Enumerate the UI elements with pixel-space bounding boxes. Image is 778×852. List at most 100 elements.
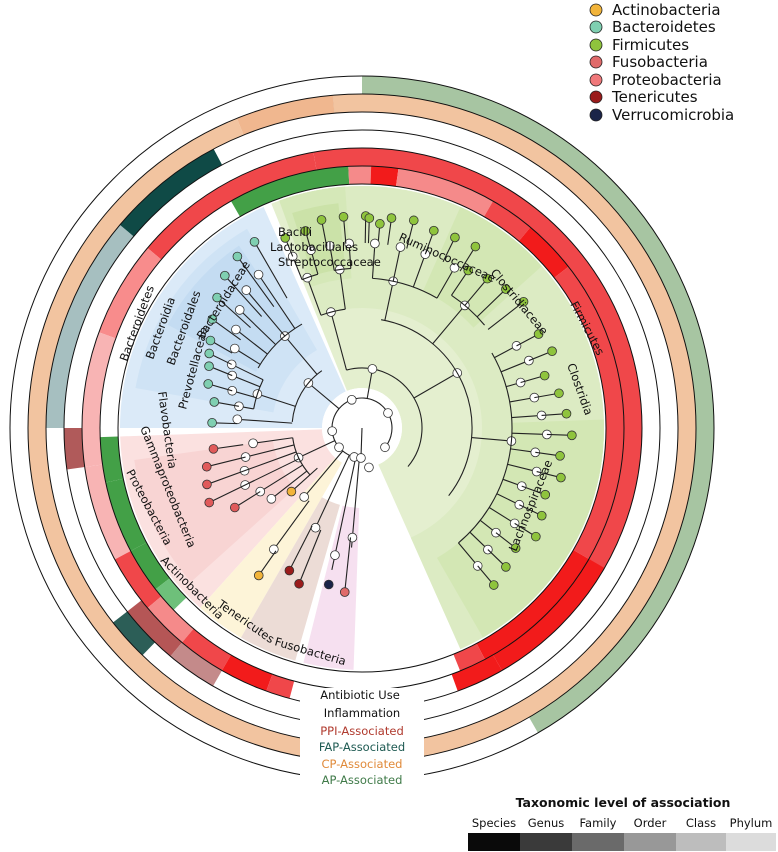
leaf-firmicutes: [536, 510, 547, 521]
b: [371, 243, 376, 279]
b: [224, 275, 263, 317]
root-stem: [360, 427, 363, 459]
b: [244, 451, 297, 472]
node: [346, 395, 357, 405]
node: [234, 305, 245, 315]
leaf-firmicutes: [375, 218, 385, 229]
flavo: [237, 418, 293, 424]
prot-stem: [298, 440, 336, 459]
ring-segment: [484, 201, 531, 242]
b: [258, 274, 296, 329]
ring-segment: [451, 654, 502, 692]
leaf-bacteroidetes: [212, 292, 222, 303]
node: [380, 442, 390, 453]
ring-label-fap: FAP-Associated: [319, 740, 405, 754]
leaf-verrucomicrobia: [323, 579, 334, 590]
b: [245, 444, 295, 458]
bact-arc: [291, 370, 323, 422]
ring-segment: [476, 550, 589, 660]
prev-stem: [257, 393, 296, 407]
leaf-firmicutes: [280, 233, 291, 243]
legend-dot-proteobacteria: [589, 73, 603, 87]
leaf-firmicutes: [547, 346, 557, 357]
node: [330, 550, 340, 560]
node: [344, 238, 354, 249]
scale-swatch-species: [468, 833, 520, 851]
scale-label-phylum: Phylum: [730, 816, 773, 830]
legend-label-bacteroidetes: Bacteroidetes: [612, 18, 716, 36]
ring-segment: [64, 428, 85, 470]
node: [229, 343, 240, 354]
node: [327, 426, 337, 436]
ring-label-inflammation: Inflammation: [324, 706, 400, 720]
clade-label-lactobacilliales: Lactobacilliales: [270, 240, 358, 254]
leaf-fusobacteria: [339, 587, 350, 597]
scale-label-family: Family: [579, 816, 616, 830]
ring-segment: [105, 478, 147, 552]
b1: [306, 277, 322, 316]
ring-segment: [266, 674, 295, 699]
leaf-proteobacteria: [201, 461, 212, 472]
b: [245, 289, 286, 337]
node: [347, 532, 358, 543]
b: [344, 537, 352, 593]
scale-label-species: Species: [472, 816, 516, 830]
leaf-tenericutes: [284, 565, 295, 576]
ring-segment: [182, 628, 231, 671]
node: [370, 238, 380, 249]
leaf-bacteroidetes: [207, 314, 218, 325]
b: [476, 288, 507, 318]
b: [216, 297, 251, 329]
legend-label-tenericutes: Tenericutes: [611, 88, 698, 106]
ring-segment: [112, 611, 155, 656]
b: [231, 363, 264, 381]
phylogenetic-tree: [201, 211, 577, 597]
ring-segment: [147, 152, 317, 260]
leaf-firmicutes: [488, 580, 499, 590]
ring-segment: [147, 596, 194, 643]
ring-segment: [84, 464, 131, 560]
firm-arc: [346, 367, 423, 467]
ring-segment: [155, 578, 187, 611]
ring-segment: [370, 166, 399, 187]
b: [206, 468, 250, 485]
leaf-firmicutes: [501, 562, 511, 572]
node: [334, 442, 344, 453]
b: [457, 542, 479, 567]
b: [236, 256, 275, 307]
ten-stem: [315, 454, 350, 528]
node: [356, 453, 366, 463]
leaf-actinobacteria: [253, 570, 264, 581]
leaf-firmicutes: [539, 370, 550, 381]
b: [239, 309, 277, 346]
b: [511, 432, 547, 436]
legend-dot-actinobacteria: [589, 3, 603, 17]
leaf-firmicutes: [463, 265, 474, 276]
b: [259, 464, 303, 493]
scale-label-class: Class: [686, 816, 716, 830]
ring-inner-outline: [117, 183, 607, 673]
shade-bacteroidaceae: [167, 245, 295, 372]
leaf-firmicutes: [555, 451, 565, 461]
lach-arc: [458, 352, 513, 544]
node: [364, 462, 374, 473]
b: [406, 220, 415, 249]
leaf-proteobacteria: [208, 444, 219, 454]
leaf-firmicutes: [364, 213, 375, 223]
rum-stem: [384, 281, 394, 321]
leaf-firmicutes: [554, 388, 564, 399]
fus-stem: [350, 457, 360, 548]
node: [516, 481, 527, 491]
ring-segment: [114, 551, 162, 608]
b: [392, 246, 402, 282]
legend-label-firmicutes: Firmicutes: [612, 36, 689, 54]
b: [451, 270, 469, 296]
leaf-firmicutes: [556, 472, 566, 483]
ring-label-antibiotic-use: Antibiotic Use: [320, 688, 400, 702]
leaf-proteobacteria: [229, 502, 240, 513]
legend-dot-tenericutes: [589, 90, 603, 104]
b: [507, 463, 537, 473]
b: [206, 456, 246, 468]
b: [213, 444, 244, 450]
legend-dot-verrucomicrobia: [589, 108, 603, 122]
